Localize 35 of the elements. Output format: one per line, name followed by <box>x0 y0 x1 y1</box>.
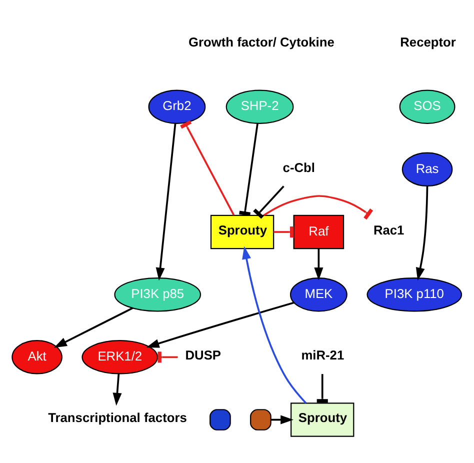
connector <box>180 120 235 215</box>
arrow <box>156 123 176 280</box>
connector <box>316 374 328 402</box>
arrow <box>314 248 324 280</box>
connector <box>239 122 258 216</box>
node-box: Raf <box>293 214 344 249</box>
node-text: miR-21 <box>301 347 344 362</box>
node-ellipse: ERK1/2 <box>82 340 158 374</box>
connector <box>158 351 178 362</box>
label: Receptor <box>400 34 456 50</box>
node-ellipse: PI3K p110 <box>366 276 462 312</box>
node-text: DUSP <box>185 347 222 362</box>
node-text: Transcriptional factors <box>48 410 187 425</box>
node-ellipse: PI3K p85 <box>114 276 202 312</box>
node-ellipse: SHP-2 <box>226 89 294 124</box>
node-box <box>250 408 272 430</box>
node-ellipse: SOS <box>399 89 456 124</box>
node-ellipse: MEK <box>290 276 348 312</box>
label: Growth factor/ Cytokine <box>188 34 334 50</box>
node-text: c-Cbl <box>282 159 315 174</box>
connector <box>263 194 374 220</box>
arrow <box>242 246 306 404</box>
arrow <box>271 414 294 424</box>
node-box <box>210 408 231 430</box>
node-box: Sprouty <box>290 402 354 436</box>
node-box: Sprouty <box>210 214 274 249</box>
arrow <box>146 301 294 348</box>
node-ellipse: Akt <box>12 340 62 374</box>
node-text: Rac1 <box>373 222 404 237</box>
connector <box>253 185 284 218</box>
arrow <box>54 306 134 348</box>
arrow <box>416 186 428 280</box>
node-ellipse: Grb2 <box>148 89 206 124</box>
arrow <box>112 373 122 406</box>
node-ellipse: Ras <box>402 152 453 186</box>
